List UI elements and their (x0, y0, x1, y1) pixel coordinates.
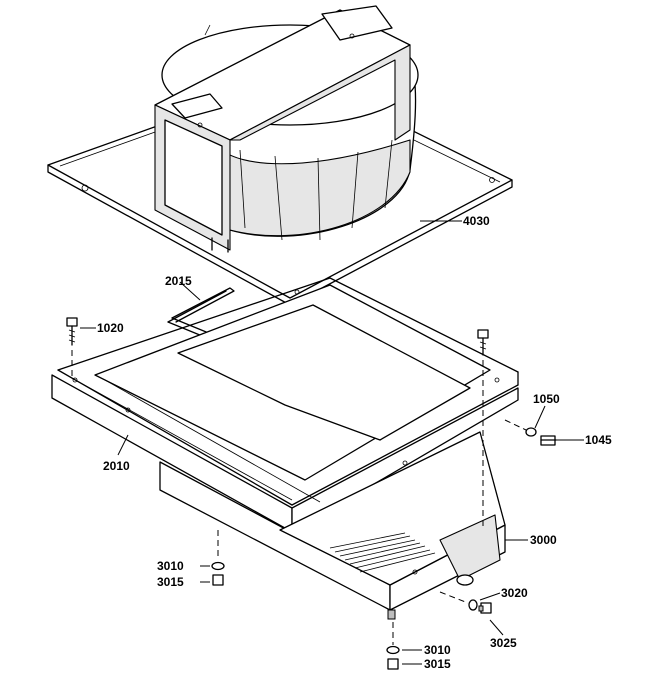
callout-3025: 3025 (490, 636, 517, 650)
bolt-right (477, 329, 489, 356)
base-frame-opening (177, 304, 471, 441)
fan-assembly-4030 (47, 5, 513, 306)
callout-3010-a: 3010 (157, 559, 184, 573)
nut-3015-a (212, 574, 224, 586)
frame-top-opening (321, 5, 393, 41)
cap-3025 (478, 602, 492, 614)
heater-vent-slots (329, 532, 436, 573)
callout-3000: 3000 (530, 533, 557, 547)
nut-3015-b (387, 658, 399, 670)
bolt-1045 (540, 435, 557, 446)
washer-3010-b (386, 645, 400, 655)
heater-box-3000 (159, 431, 506, 620)
callout-4030: 4030 (463, 214, 490, 228)
callout-2010: 2010 (103, 459, 130, 473)
washer-3010-a (211, 561, 225, 571)
washer-3020 (468, 599, 478, 611)
bolt-1020 (66, 317, 78, 346)
callout-1050: 1050 (533, 392, 560, 406)
callout-3010-b: 3010 (424, 643, 451, 657)
washer-1050 (525, 427, 537, 437)
callout-3015-b: 3015 (424, 657, 451, 671)
callout-2015: 2015 (165, 274, 192, 288)
heater-end-cap (439, 514, 501, 581)
dash-1045 (504, 419, 527, 431)
callout-1020: 1020 (97, 321, 124, 335)
callout-3020: 3020 (501, 586, 528, 600)
callout-1045: 1045 (585, 433, 612, 447)
heater-foot (387, 609, 396, 620)
callout-3015-a: 3015 (157, 575, 184, 589)
